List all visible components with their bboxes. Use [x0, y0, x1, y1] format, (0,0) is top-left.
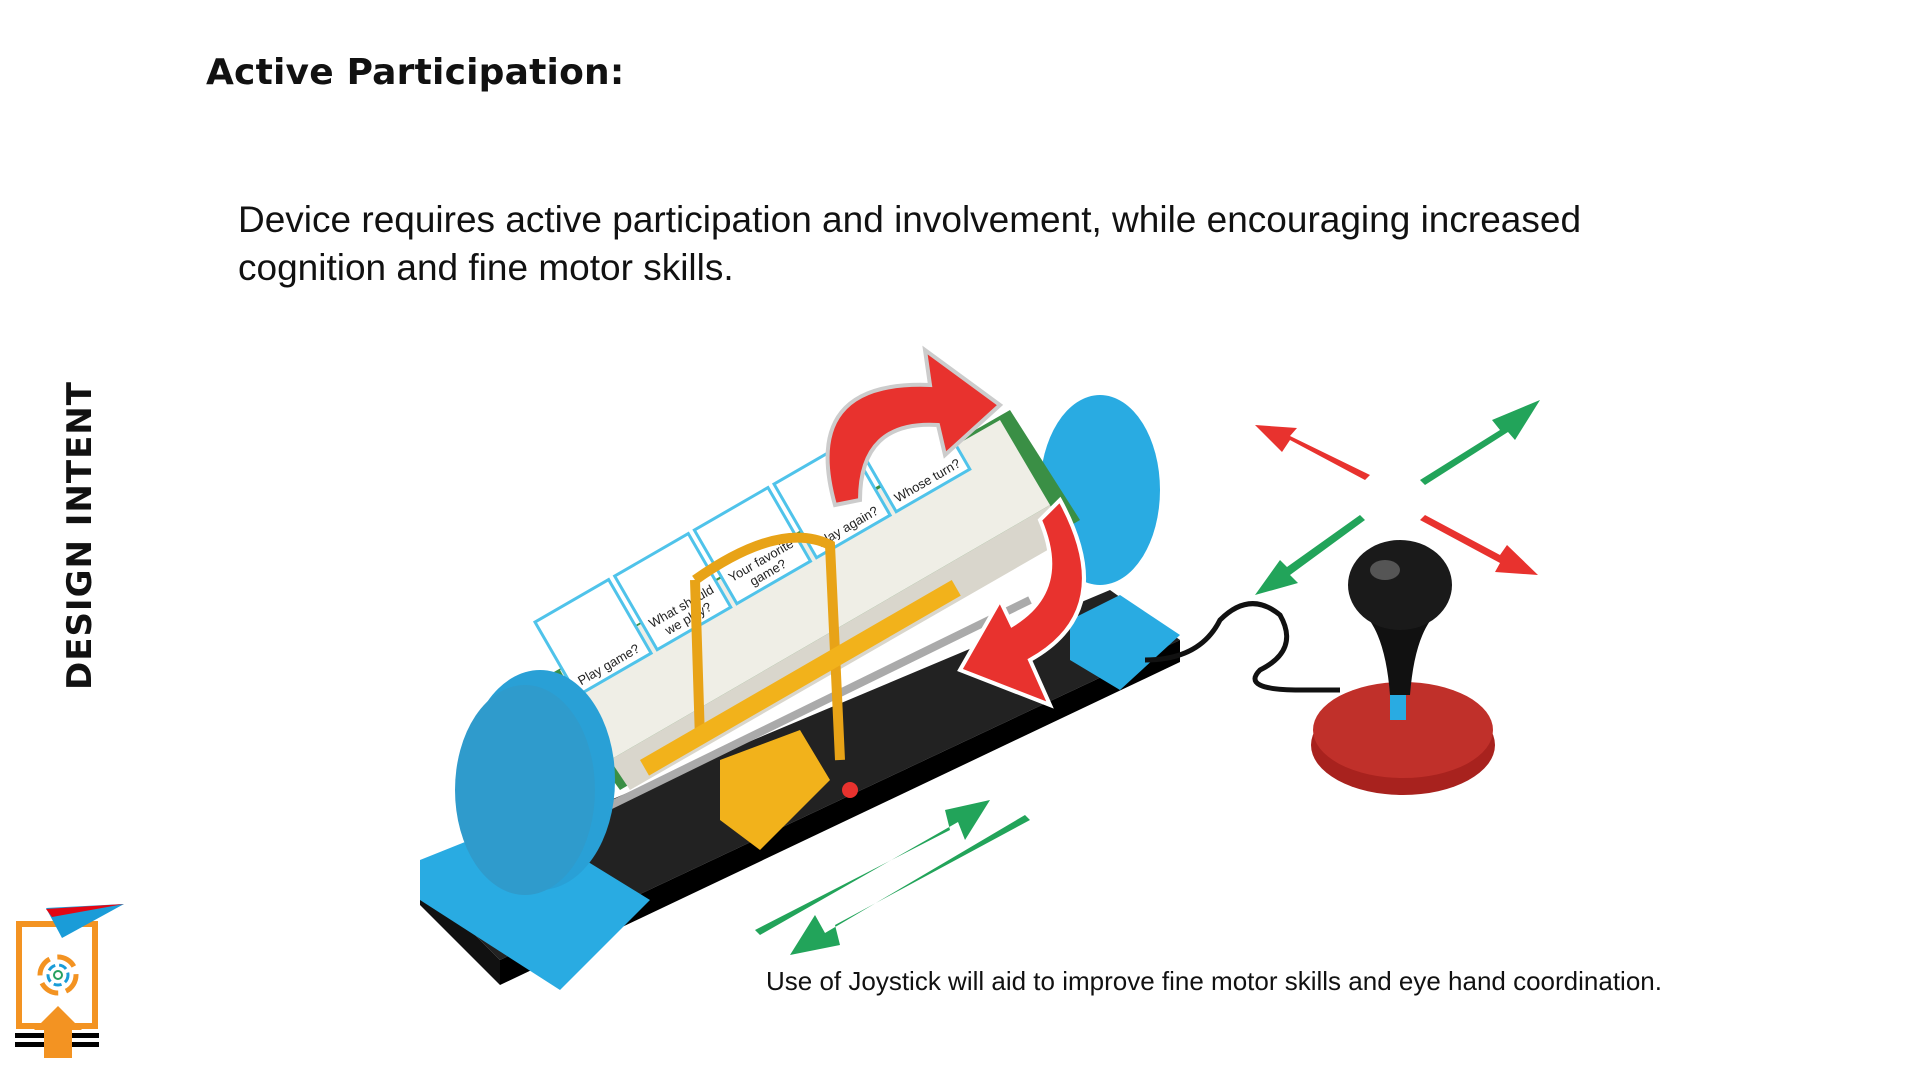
card	[532, 577, 654, 698]
rotate-down-arrow	[957, 496, 1086, 709]
arrow-down-left	[1255, 515, 1365, 595]
right-foot	[1070, 595, 1180, 690]
slide-arrow-down	[790, 815, 1030, 955]
rotate-up-arrow	[825, 345, 1004, 508]
slider-handle	[690, 532, 845, 761]
joystick	[1311, 540, 1495, 795]
slide-title: Active Participation:	[206, 52, 625, 93]
intro-text: Device requires active participation and…	[238, 199, 1582, 288]
arrow-up-left	[1255, 425, 1370, 480]
yellow-slider	[720, 730, 830, 850]
slide-arrow-up	[755, 800, 990, 935]
arrow-up-right	[1420, 400, 1540, 485]
logo	[15, 904, 124, 1058]
joystick-cable	[1144, 601, 1340, 693]
joystick-caption: Use of Joystick will aid to improve fine…	[766, 966, 1662, 996]
arrow-down-right	[1420, 515, 1538, 575]
